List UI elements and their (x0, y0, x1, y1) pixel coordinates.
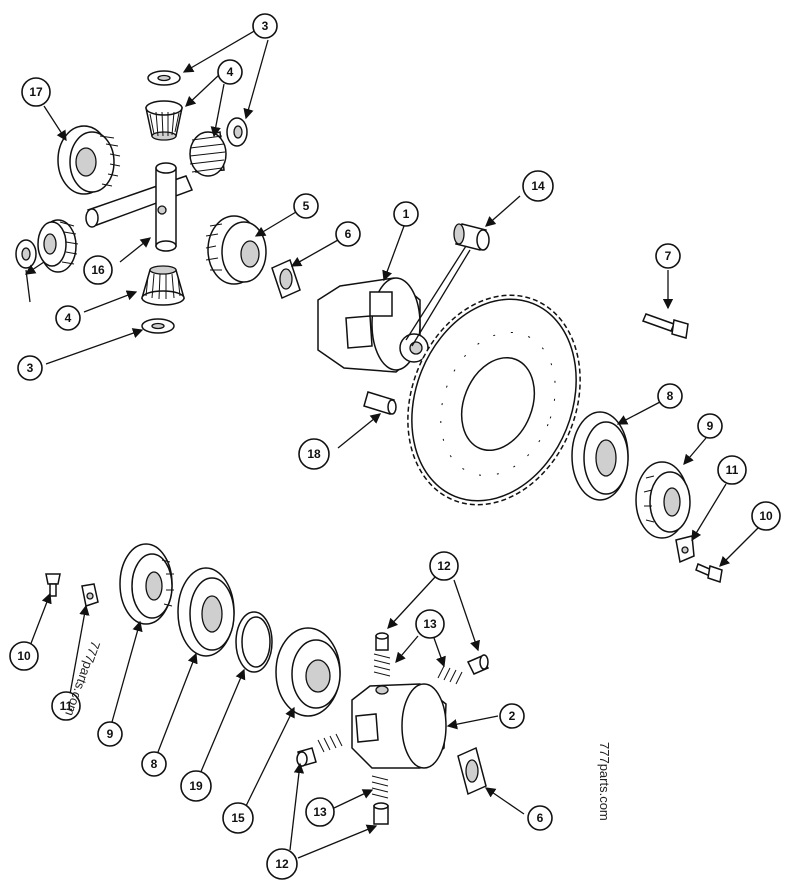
svg-text:5: 5 (303, 199, 310, 213)
spring-right (437, 665, 463, 685)
callout-8-left: 8 (141, 751, 167, 777)
callout-4-bottom: 4 (55, 305, 81, 331)
callout-11-right: 11 (717, 455, 747, 485)
thrust-washer-bottom (141, 318, 175, 334)
side-gear-right (205, 215, 267, 285)
leader-lines (24, 29, 759, 859)
svg-text:10: 10 (17, 649, 31, 663)
callout-12-bottom: 12 (266, 848, 298, 880)
callout-17: 17 (21, 77, 51, 107)
svg-text:11: 11 (60, 699, 73, 713)
thrust-washer-left (15, 239, 37, 269)
callout-9-right: 9 (697, 413, 723, 439)
svg-text:6: 6 (345, 227, 352, 241)
pinion-gear-bottom (141, 265, 185, 306)
callout-2: 2 (499, 703, 525, 729)
plunger-right (466, 654, 490, 675)
spring-top (373, 653, 391, 677)
callout-16: 16 (83, 255, 113, 285)
spring-housing (351, 683, 447, 769)
plunger-left (296, 747, 317, 767)
callout-10-left: 10 (9, 641, 39, 671)
lock-tab-right (675, 535, 695, 564)
callout-13-bottom: 13 (305, 797, 335, 827)
callout-7: 7 (655, 243, 681, 269)
thrust-plate-upper (271, 258, 301, 300)
callout-3-left: 3 (17, 355, 43, 381)
svg-text:4: 4 (227, 65, 234, 79)
callout-14: 14 (522, 170, 554, 202)
svg-text:15: 15 (231, 811, 245, 825)
svg-text:9: 9 (707, 419, 714, 433)
lock-tab-bolt-left (45, 573, 61, 597)
snap-ring (235, 611, 273, 673)
svg-text:16: 16 (91, 263, 105, 277)
callout-5: 5 (293, 193, 319, 219)
callout-19: 19 (180, 770, 212, 802)
pin (363, 391, 397, 415)
side-gear-lower-left (37, 219, 79, 273)
callout-8-right: 8 (657, 383, 683, 409)
svg-text:8: 8 (151, 757, 158, 771)
svg-text:6: 6 (537, 811, 544, 825)
svg-text:8: 8 (667, 389, 674, 403)
cross-shaft (85, 162, 194, 252)
adjuster-nut-left (119, 543, 174, 625)
svg-text:3: 3 (262, 19, 269, 33)
svg-text:4: 4 (65, 311, 72, 325)
svg-text:1: 1 (403, 207, 410, 221)
watermark-vertical-left: 777parts.com (62, 639, 103, 718)
callout-18: 18 (298, 438, 330, 470)
svg-text:3: 3 (27, 361, 34, 375)
svg-text:17: 17 (29, 85, 43, 99)
thrust-washer-top (147, 70, 181, 86)
callout-15: 15 (222, 802, 254, 834)
bearing-right (571, 411, 629, 501)
callout-9-left: 9 (97, 721, 123, 747)
callout-10-right: 10 (751, 501, 781, 531)
callout-12-top: 12 (429, 551, 459, 581)
callout-6-bottom: 6 (527, 805, 553, 831)
callout-3-top: 3 (252, 13, 278, 39)
svg-text:11: 11 (726, 463, 739, 477)
pinion-gear-top (145, 100, 183, 141)
side-gear-left (57, 125, 121, 195)
svg-text:13: 13 (313, 805, 327, 819)
callout-6-top: 6 (335, 221, 361, 247)
svg-text:12: 12 (437, 559, 451, 573)
svg-text:12: 12 (275, 857, 289, 871)
ring-gear-bolt (641, 313, 689, 339)
ring-gear (407, 294, 581, 506)
spring-bottom (371, 775, 389, 799)
svg-text:10: 10 (759, 509, 773, 523)
callout-1: 1 (393, 201, 419, 227)
bearing-left (177, 567, 235, 657)
svg-text:19: 19 (189, 779, 203, 793)
thrust-plate-lower (457, 746, 487, 796)
svg-text:13: 13 (423, 617, 437, 631)
callout-4-top: 4 (217, 59, 243, 85)
friction-ring (275, 627, 341, 717)
plunger-bottom (373, 802, 389, 825)
svg-text:14: 14 (531, 179, 545, 193)
svg-text:2: 2 (509, 709, 516, 723)
differential-case (317, 277, 429, 373)
thrust-washer-right (226, 117, 248, 147)
svg-text:9: 9 (107, 727, 114, 741)
watermark-vertical-right: 777parts.com (597, 742, 612, 821)
bushing (453, 223, 490, 251)
svg-text:18: 18 (307, 447, 321, 461)
lock-tab-bolt-right (695, 562, 723, 583)
callout-13-top: 13 (415, 609, 445, 639)
callout-11-left: 11 (51, 691, 81, 721)
adjuster-nut-right (635, 461, 691, 539)
pinion-gear-right (189, 131, 227, 177)
svg-text:7: 7 (665, 249, 672, 263)
plunger-top (375, 632, 389, 651)
spring-left (317, 733, 343, 753)
lock-tab-left (81, 583, 99, 607)
